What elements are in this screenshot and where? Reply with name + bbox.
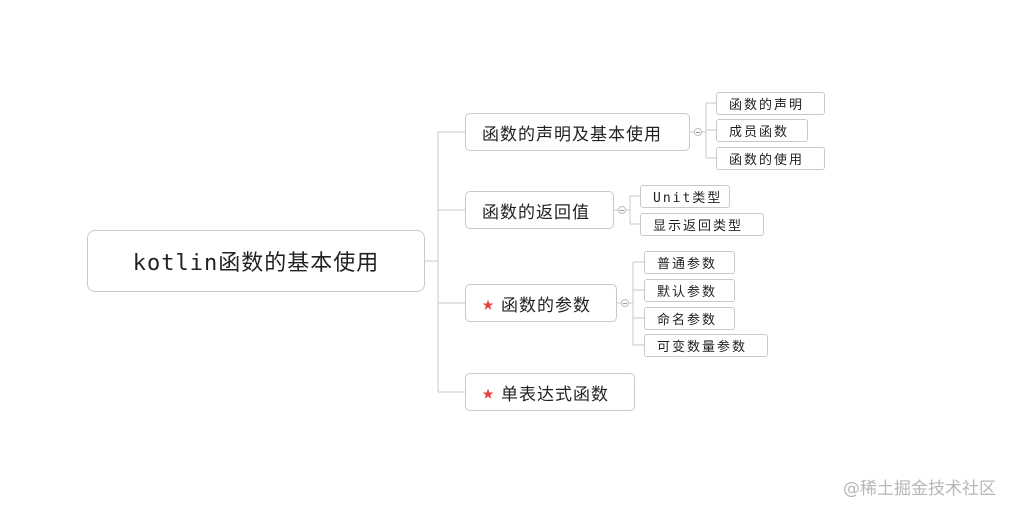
leaf-node[interactable]: Unit类型 — [640, 185, 730, 208]
leaf-label: 成员函数 — [729, 125, 790, 140]
branch-label: 单表达式函数 — [501, 384, 610, 405]
leaf-node[interactable]: 显示返回类型 — [640, 213, 764, 236]
collapse-icon[interactable] — [618, 206, 626, 214]
branch-label: 函数的参数 — [501, 295, 592, 316]
branch-label: 函数的返回值 — [482, 202, 590, 223]
leaf-node[interactable]: 函数的使用 — [716, 147, 825, 170]
branch-label: 函数的声明及基本使用 — [482, 124, 662, 145]
watermark: @稀土掘金技术社区 — [843, 479, 996, 499]
leaf-node[interactable]: 可变数量参数 — [644, 334, 768, 357]
branch-node-parameters[interactable]: ★ 函数的参数 — [465, 284, 617, 322]
collapse-icon[interactable] — [694, 128, 702, 136]
leaf-node[interactable]: 命名参数 — [644, 307, 735, 330]
leaf-label: 默认参数 — [657, 285, 718, 300]
leaf-label: 函数的声明 — [729, 98, 805, 113]
leaf-label: 可变数量参数 — [657, 340, 748, 355]
leaf-node[interactable]: 函数的声明 — [716, 92, 825, 115]
branch-node-return-value[interactable]: 函数的返回值 — [465, 191, 614, 229]
root-node[interactable]: kotlin函数的基本使用 — [87, 230, 425, 292]
leaf-label: 命名参数 — [657, 313, 718, 328]
star-icon: ★ — [482, 380, 496, 404]
root-label: kotlin函数的基本使用 — [132, 251, 380, 276]
leaf-label: Unit类型 — [653, 191, 723, 206]
branch-node-single-expression[interactable]: ★ 单表达式函数 — [465, 373, 635, 411]
leaf-node[interactable]: 默认参数 — [644, 279, 735, 302]
leaf-node[interactable]: 普通参数 — [644, 251, 735, 274]
branch-node-declaration[interactable]: 函数的声明及基本使用 — [465, 113, 690, 151]
leaf-label: 显示返回类型 — [653, 219, 744, 234]
leaf-node[interactable]: 成员函数 — [716, 119, 808, 142]
leaf-label: 函数的使用 — [729, 153, 805, 168]
star-icon: ★ — [482, 291, 496, 315]
collapse-icon[interactable] — [621, 299, 629, 307]
leaf-label: 普通参数 — [657, 257, 718, 272]
